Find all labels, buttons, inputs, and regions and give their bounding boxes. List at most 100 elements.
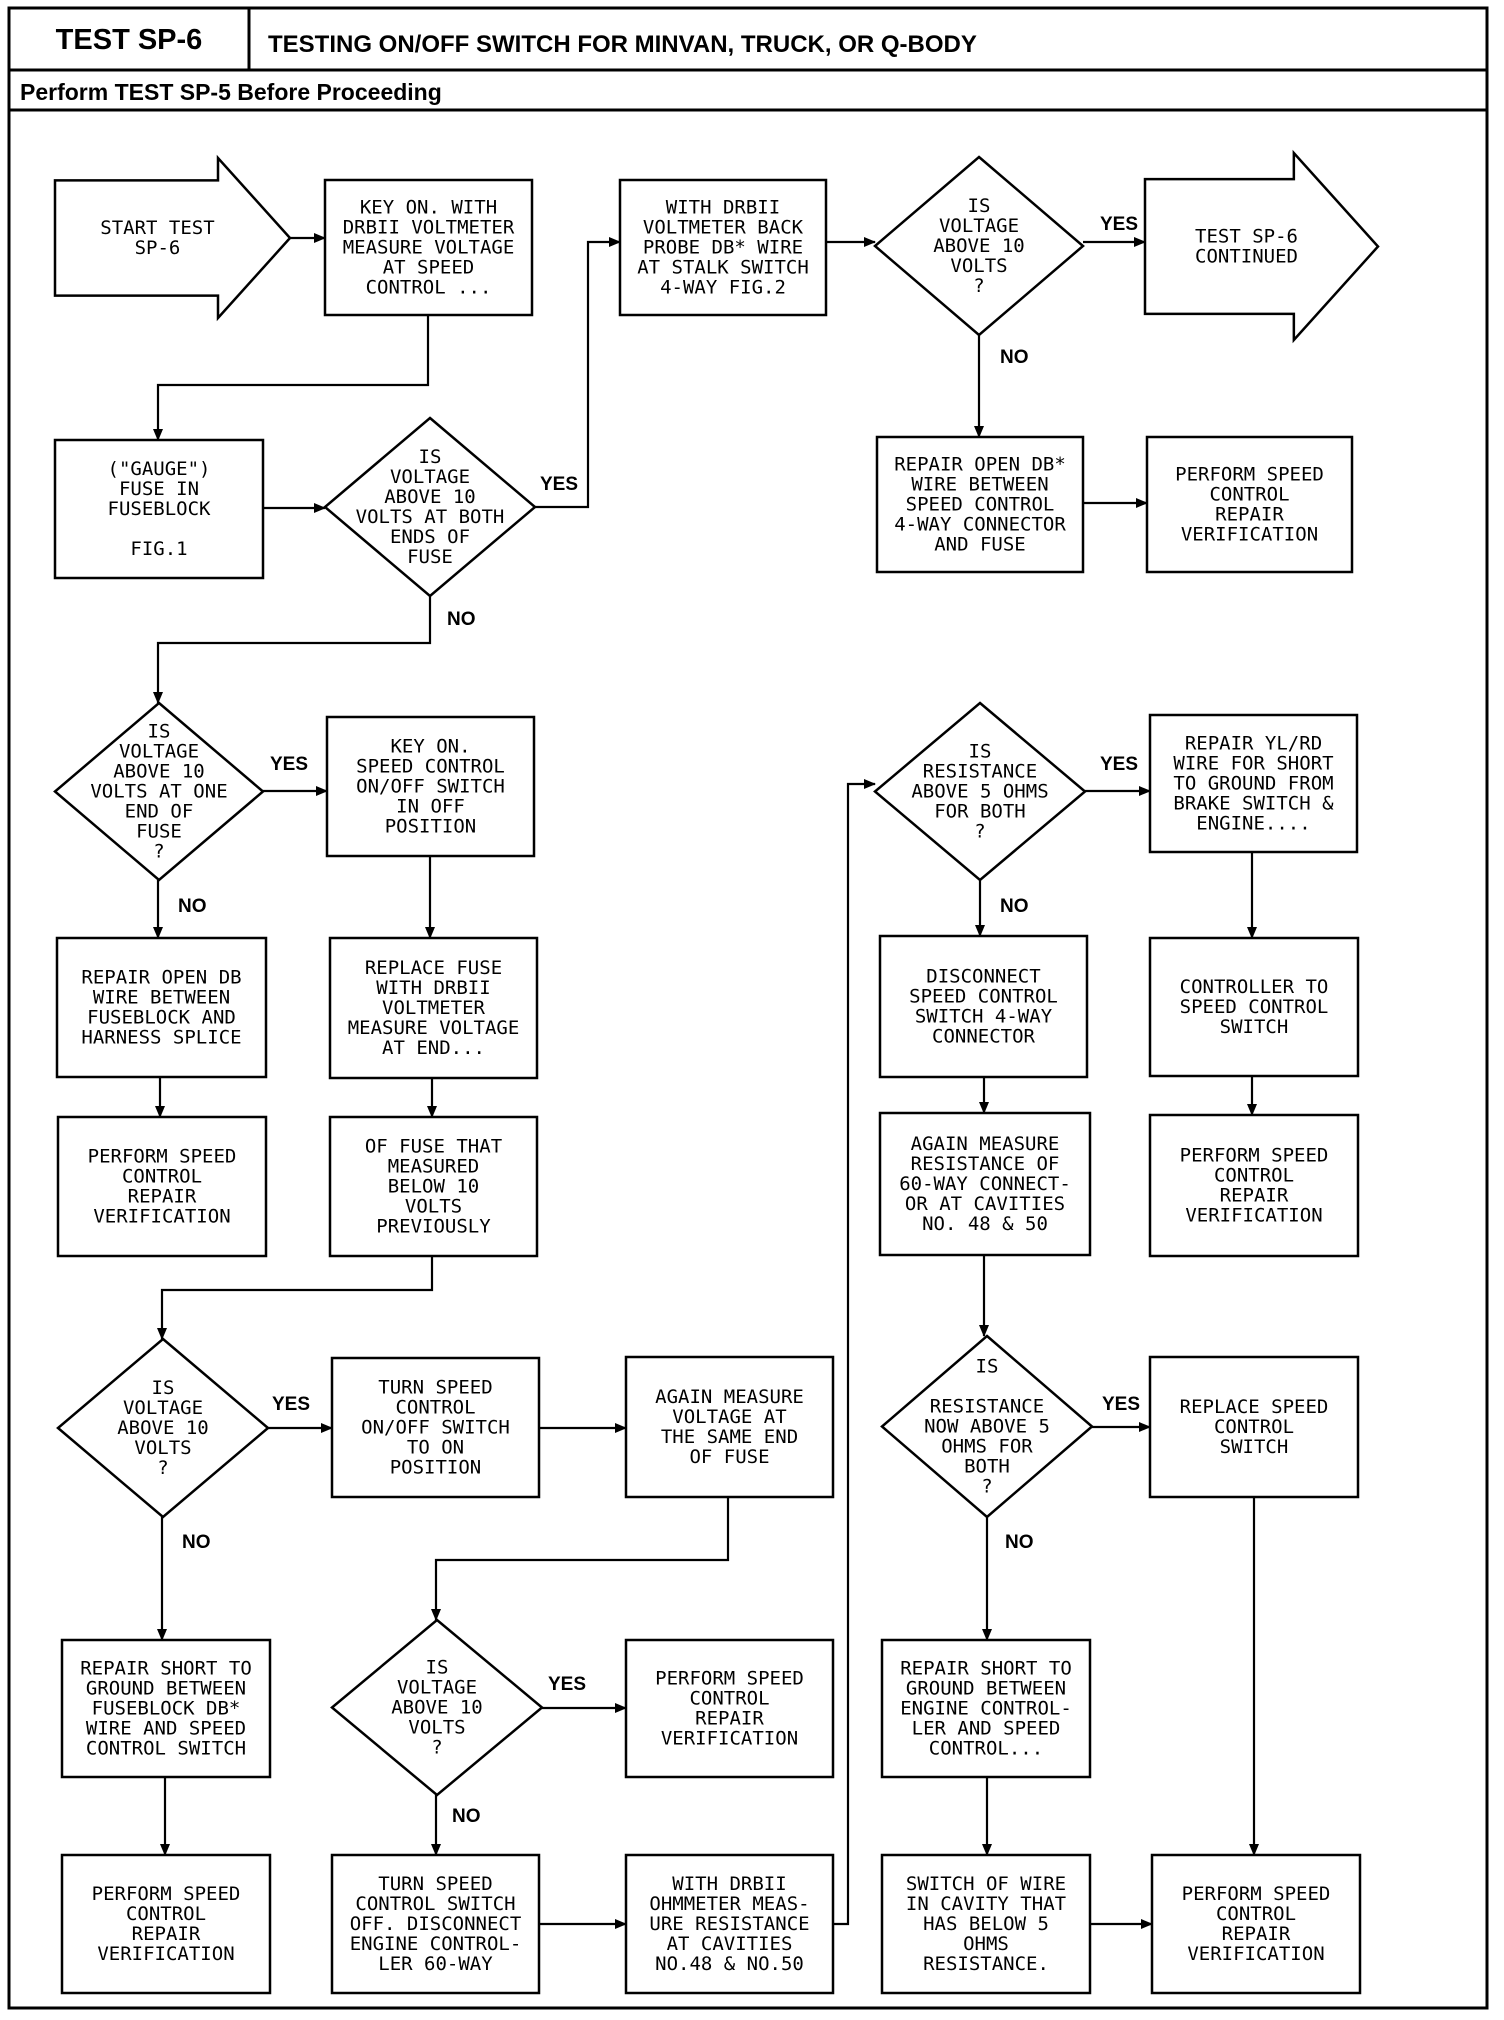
node-text-line: AND FUSE: [934, 534, 1026, 556]
node-text-line: BOTH: [964, 1456, 1010, 1478]
node-text-line: MEASURE VOLTAGE: [343, 237, 515, 259]
process-box: [878, 934, 1089, 1079]
node-text-line: WIRE FOR SHORT: [1173, 753, 1333, 775]
node-text-line: FUSE IN: [119, 478, 199, 500]
node-text-line: IS: [148, 721, 171, 743]
node-text-line: WITH DRBII: [376, 977, 490, 999]
node-text-line: AT SPEED: [383, 257, 475, 279]
node-text-line: VOLTAGE: [390, 466, 470, 488]
node-text-line: DISCONNECT: [926, 966, 1040, 988]
node-text-line: KEY ON.: [390, 736, 470, 758]
node-text-line: PERFORM SPEED: [1175, 464, 1324, 486]
node-text-line: VERIFICATION: [661, 1728, 798, 1750]
edge-label-no: NO: [1000, 896, 1029, 917]
node-text-line: IS: [152, 1377, 175, 1399]
node-text-line: PROBE DB* WIRE: [643, 237, 803, 259]
node-text-line: NO.48 & NO.50: [655, 1953, 804, 1975]
node-text-line: ON/OFF SWITCH: [361, 1417, 510, 1439]
node-text-line: REPAIR OPEN DB: [81, 967, 241, 989]
process-box: [618, 178, 828, 317]
node-text-line: OF FUSE THAT: [365, 1136, 502, 1158]
node-text-line: VOLTS AT BOTH: [356, 506, 505, 528]
edge-label-yes: YES: [270, 754, 308, 775]
node-text-line: VOLTS: [134, 1437, 191, 1459]
edge-label-no: NO: [1000, 347, 1029, 368]
node-text-line: ABOVE 10: [933, 235, 1025, 257]
process-box: [323, 178, 534, 317]
process-box: [1148, 1113, 1360, 1258]
node-text-line: ENDS OF: [390, 526, 470, 548]
connector-line: [157, 1256, 434, 1340]
node-text-line: VOLTS AT ONE: [90, 781, 227, 803]
test-id-box: [7, 6, 251, 72]
node-text-line: 60-WAY CONNECT-: [899, 1173, 1071, 1195]
node-text-line: FIG.1: [130, 538, 187, 560]
process-box: [330, 1356, 541, 1499]
node-text-line: PREVIOUSLY: [376, 1216, 491, 1238]
node-text-line: OHMS FOR: [941, 1436, 1033, 1458]
node-text-line: LER AND SPEED: [912, 1718, 1061, 1740]
node-text-line: VOLTS: [408, 1717, 465, 1739]
node-text-line: VOLTAGE: [119, 741, 199, 763]
process-box: [330, 1853, 541, 1995]
terminal-arrow: [53, 154, 292, 322]
node-text-line: REPAIR: [695, 1708, 764, 1730]
node-text-line: SWITCH 4-WAY: [915, 1006, 1053, 1028]
node-text-line: CONTROL...: [929, 1738, 1043, 1760]
node-text-line: VERIFICATION: [93, 1206, 230, 1228]
process-box: [328, 1115, 539, 1258]
node-text-line: SPEED CONTROL: [909, 986, 1058, 1008]
node-text-line: ABOVE 10: [113, 761, 205, 783]
node-text-line: NO. 48 & 50: [922, 1213, 1048, 1235]
node-text-line: PERFORM SPEED: [92, 1883, 241, 1905]
node-text-line: REPLACE FUSE: [365, 957, 502, 979]
node-text-line: ?: [973, 275, 984, 297]
page-subtitle: Perform TEST SP-5 Before Proceeding: [20, 79, 442, 105]
node-text-line: TO GROUND FROM: [1173, 773, 1333, 795]
node-text-line: CONTROL: [126, 1903, 206, 1925]
decision-diamond: [880, 1334, 1094, 1519]
node-text-line: CONTROL: [1209, 484, 1289, 506]
node-text-line: OF FUSE: [689, 1446, 769, 1468]
node-text-line: RESISTANCE: [930, 1396, 1044, 1418]
node-text-line: IS: [426, 1657, 449, 1679]
edge-label-yes: YES: [1102, 1394, 1140, 1415]
node-text-line: PERFORM SPEED: [88, 1146, 237, 1168]
node-text-line: CONNECTOR: [932, 1026, 1036, 1048]
edge-label-yes: YES: [272, 1394, 310, 1415]
edge-label-yes: YES: [548, 1674, 586, 1695]
node-text-line: FUSEBLOCK DB*: [92, 1698, 241, 1720]
process-box: [880, 1853, 1092, 1995]
decision-diamond: [323, 416, 537, 598]
node-text-line: TURN SPEED: [378, 1873, 492, 1895]
node-text-line: TO ON: [407, 1437, 464, 1459]
node-text-line: NOW ABOVE 5: [924, 1416, 1050, 1438]
edge-label-no: NO: [1005, 1532, 1034, 1553]
process-box: [878, 1111, 1092, 1257]
process-box: [56, 1115, 268, 1258]
node-text-line: ENGINE....: [1196, 813, 1310, 835]
node-text-line: CONTROL: [395, 1397, 475, 1419]
node-text-line: ABOVE 10: [117, 1417, 209, 1439]
node-text-line: TEST SP-6: [1195, 226, 1298, 248]
node-text-line: RESISTANCE: [923, 761, 1037, 783]
node-text-line: ABOVE 10: [391, 1697, 483, 1719]
node-text-line: CONTROL: [1214, 1165, 1294, 1187]
process-box: [325, 715, 536, 858]
node-text-line: VOLTMETER BACK: [643, 217, 804, 239]
process-box: [624, 1355, 835, 1499]
decision-diamond: [56, 1337, 270, 1519]
